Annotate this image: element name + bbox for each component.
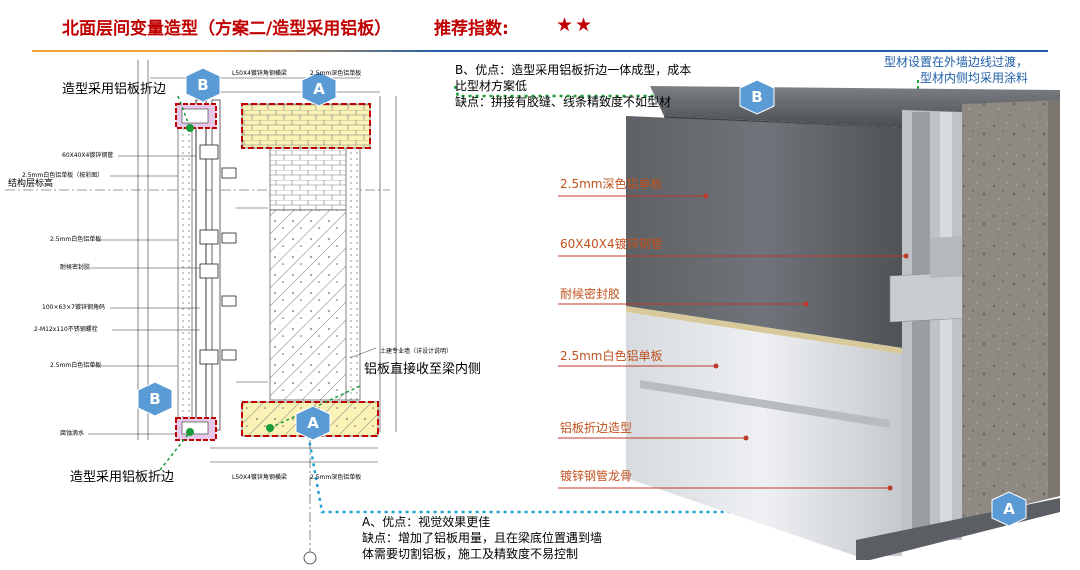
hex-b-model: B bbox=[751, 88, 763, 106]
small-label-5: 2.5mm白色铝单板 bbox=[50, 236, 102, 243]
option-b-pros-2: 比型材方案低 bbox=[455, 79, 528, 93]
small-label-4: 2.5mm白色铝单板（按彩图） bbox=[22, 172, 104, 179]
model-label-keel: 镀锌钢管龙骨 bbox=[560, 469, 633, 483]
small-label-10: 腐蚀滴水 bbox=[60, 430, 85, 437]
model-label-dark-panel: 2.5mm深色铝单板 bbox=[560, 177, 663, 191]
hex-a-model: A bbox=[1003, 500, 1015, 518]
small-label-3: 60X40X4镀锌钢管 bbox=[62, 152, 114, 159]
option-a-cons: 缺点：增加了铝板用量，且在梁底位置遇到墙 bbox=[362, 531, 603, 545]
hex-b-bottom-left: B bbox=[149, 390, 161, 408]
callout-bottom-left: 造型采用铝板折边 bbox=[70, 470, 175, 485]
model-label-white-panel: 2.5mm白色铝单板 bbox=[560, 349, 663, 363]
hex-a-bottom: A bbox=[307, 414, 319, 432]
rating-stars: ★★ bbox=[556, 14, 595, 36]
small-label-1: L50X4镀锌角钢横梁 bbox=[232, 70, 287, 77]
small-label-12: 2.5mm深色铝单板 bbox=[310, 474, 362, 481]
model-label-sealant: 耐候密封胶 bbox=[560, 287, 621, 301]
small-label-8: 2-M12x110不锈钢螺栓 bbox=[34, 326, 98, 333]
callout-top-left: 造型采用铝板折边 bbox=[62, 82, 167, 97]
model-note-line1: 型材设置在外墙边线过渡， bbox=[883, 55, 1028, 69]
header-rule bbox=[32, 50, 1048, 52]
option-a-pros: A、优点：视觉效果更佳 bbox=[362, 515, 491, 529]
model-note-line2: 型材内侧均采用涂料 bbox=[919, 71, 1028, 85]
small-label-13: 土建专业墙（详设计说明） bbox=[380, 348, 453, 355]
option-a-cons-2: 体需要切割铝板，施工及精致度不易控制 bbox=[362, 547, 579, 561]
small-label-2: 2.5mm深色铝单板 bbox=[310, 70, 362, 77]
model-label-fold: 铝板折边造型 bbox=[560, 421, 633, 435]
callout-beam-note: 铝板直接收至梁内侧 bbox=[364, 362, 482, 377]
cad-section-drawing bbox=[5, 60, 1060, 565]
small-label-9: 2.5mm白色铝单板 bbox=[50, 362, 102, 369]
level-label: 结构层标高 bbox=[8, 179, 54, 189]
small-label-7: 100×63×7镀锌钢角码 bbox=[42, 304, 105, 311]
hex-b-top-left: B bbox=[197, 76, 209, 94]
option-b-cons: 缺点：拼接有胶缝、线条精致度不如型材 bbox=[455, 95, 672, 109]
rating-label: 推荐指数: bbox=[434, 19, 509, 39]
option-b-pros: B、优点：造型采用铝板折边一体成型，成本 bbox=[455, 63, 692, 77]
small-label-11: L50X4镀锌角钢横梁 bbox=[232, 474, 287, 481]
small-label-6: 耐候密封胶 bbox=[60, 264, 91, 271]
hex-a-top: A bbox=[313, 80, 325, 98]
model-label-steel-tube: 60X40X4镀锌钢管 bbox=[560, 237, 663, 251]
page-title: 北面层间变量造型（方案二/造型采用铝板） bbox=[62, 19, 392, 39]
